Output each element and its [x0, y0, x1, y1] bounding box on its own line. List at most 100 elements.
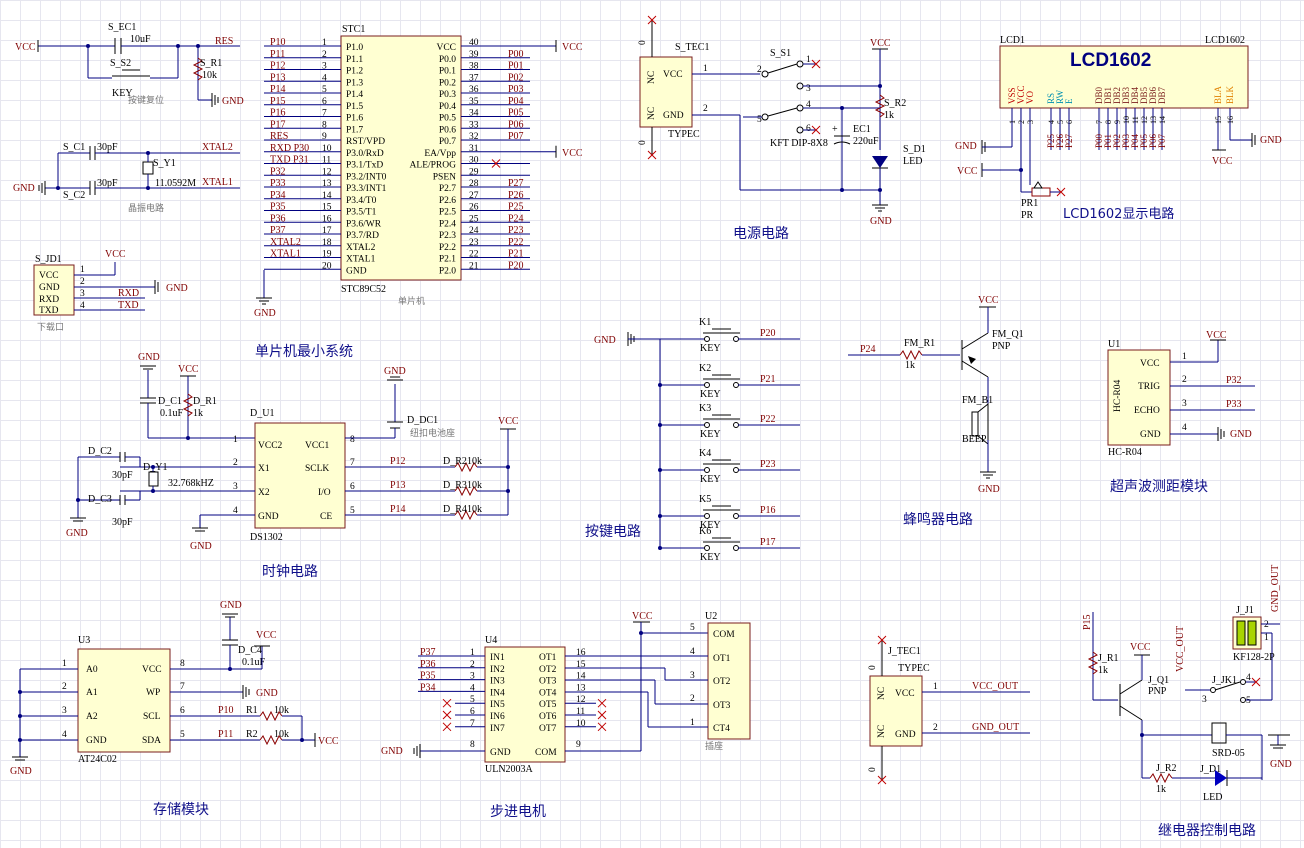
svg-text:2: 2	[62, 682, 67, 692]
at24-part: AT24C02	[78, 754, 117, 765]
lcd-net-label: P06	[1148, 133, 1158, 148]
mcu-pin-name: P1.6	[346, 114, 363, 124]
uln-com-name: COM	[535, 748, 557, 758]
svg-text:2: 2	[933, 723, 938, 733]
vcc-label: VCC	[957, 166, 978, 177]
mcu-pin-number: 16	[322, 214, 332, 224]
fm-b1-designator: FM_B1	[962, 395, 993, 406]
vcc-label: VCC	[256, 630, 277, 641]
svg-text:5: 5	[350, 506, 355, 516]
res-designator: S_R1	[200, 58, 222, 69]
pin-label: ECHO	[1134, 406, 1160, 416]
section-title-mcu: 单片机最小系统	[255, 344, 353, 360]
download-port: S_JD1 VCC GND RXD TXD 1 2 3 4 VCC GND RX…	[33, 249, 188, 333]
r2-value: 1k	[884, 110, 894, 121]
mcu-pin-name: XTAL1	[346, 255, 376, 265]
uln-gnd-name: GND	[490, 748, 511, 758]
lcd-pin-name: DB1	[1103, 87, 1113, 104]
res-value: 10k	[202, 70, 217, 81]
gnd-label: GND	[254, 308, 276, 319]
uln-pin-number: 1	[470, 648, 475, 658]
fm-q1-value: PNP	[992, 341, 1011, 352]
lcd-net-label: P02	[1112, 134, 1122, 148]
mcu-pin-number: 20	[322, 261, 332, 271]
pin-label: VCC2	[258, 441, 283, 451]
conn-designator: U2	[705, 611, 717, 622]
key-net-label: P20	[760, 328, 776, 339]
vcc-out-label: VCC_OUT	[972, 681, 1018, 692]
mcu-pin-number: 28	[469, 179, 479, 189]
key-rows: K1KEYP20K2KEYP21K3KEYP22K4KEYP23K5KEYP16…	[658, 317, 800, 563]
gnd-out-label: GND_OUT	[1270, 565, 1281, 612]
pin-label: A0	[86, 665, 98, 675]
mcu-net-label: P12	[270, 61, 286, 72]
jq1-value: PNP	[1148, 686, 1167, 697]
lcd-pin-name: DB3	[1121, 86, 1131, 104]
mcu-pin-number: 24	[469, 226, 479, 236]
lcd1602-module: LCD1 LCD1602 LCD1602 VSS1VCC2VO3RS4P25RW…	[955, 35, 1282, 221]
svg-text:0: 0	[638, 140, 648, 145]
mcu-net-label: P27	[508, 178, 524, 189]
lcd-pin-name: RW	[1055, 89, 1065, 104]
mcu-net-label: P10	[270, 37, 286, 48]
fm-r1-value: 1k	[905, 360, 915, 371]
mcu-pin-number: 21	[469, 261, 479, 271]
mcu-pin-name: P1.3	[346, 78, 363, 88]
mcu-pin-name: EA/Vpp	[424, 149, 456, 159]
gnd-label: GND	[222, 96, 244, 107]
mcu-pin-name: PSEN	[433, 172, 456, 182]
c4-value: 0.1uF	[242, 657, 266, 668]
mcu-pin-number: 40	[469, 38, 479, 48]
lcd-pin-name: BLK	[1225, 85, 1235, 104]
gnd-label: GND	[1270, 759, 1292, 770]
section-title-power: 电源电路	[733, 226, 789, 242]
svg-text:0: 0	[868, 767, 878, 772]
svg-text:2: 2	[757, 65, 762, 75]
lcd-pin-number: 10	[1122, 116, 1131, 124]
power-circuit: S_TEC1 0 0 NC NC VCC GND TYPEC 12 S_S1 2…	[638, 15, 926, 227]
cap-designator: S_EC1	[108, 22, 136, 33]
key-value: KEY	[700, 429, 721, 440]
pin-label: VCC	[895, 689, 915, 699]
mcu-net-label: RXD P30	[270, 143, 309, 154]
mcu-pin-number: 22	[469, 250, 479, 260]
pin-label: NC	[877, 725, 887, 738]
dr4-value: 10k	[467, 504, 482, 515]
pin-label: GND	[258, 512, 279, 522]
crystal-caption: 晶振电路	[128, 202, 164, 214]
mcu-pin-number: 39	[469, 50, 479, 60]
gnd-out-label: GND_OUT	[972, 722, 1019, 733]
mcu-pin-name: ALE/PROG	[410, 161, 457, 171]
p12-label: P12	[390, 456, 406, 467]
typec-output: J_TEC1 TYPEC 0 0 NC NC VCC GND 12 VCC_OU…	[868, 635, 1030, 785]
p32-label: P32	[1226, 375, 1242, 386]
p33-label: P33	[1226, 399, 1242, 410]
mcu-net-label: P14	[270, 84, 286, 95]
rxd-label: RXD	[118, 288, 139, 299]
mcu-pin-name: P2.2	[439, 243, 456, 253]
mcu-pin-name: P0.3	[439, 90, 456, 100]
pin-label: GND	[39, 283, 60, 293]
p14-label: P14	[390, 504, 406, 515]
svg-text:5: 5	[1246, 696, 1251, 706]
lcd-pin-name: VO	[1025, 91, 1035, 104]
lcd-pin-name: DB5	[1139, 86, 1149, 104]
pin-number: 2	[80, 277, 85, 287]
p24-label: P24	[860, 344, 876, 355]
key-designator: K3	[699, 403, 711, 414]
uln-net-label: P36	[420, 659, 436, 670]
battery-value: 纽扣电池座	[410, 427, 455, 439]
mcu-pin-name: P1.5	[346, 102, 363, 112]
svg-text:3: 3	[806, 84, 811, 94]
pin-label: SDA	[142, 736, 161, 746]
c1-value: 30pF	[97, 142, 118, 153]
mcu-pin-number: 11	[322, 156, 331, 166]
gnd-label: GND	[978, 484, 1000, 495]
cap-value: 10uF	[130, 34, 151, 45]
lcd-net-label: P07	[1157, 133, 1167, 148]
pin-label: GND	[663, 111, 684, 121]
mcu-pin-number: 30	[469, 156, 479, 166]
mcu-pin-name: P2.6	[439, 196, 456, 206]
